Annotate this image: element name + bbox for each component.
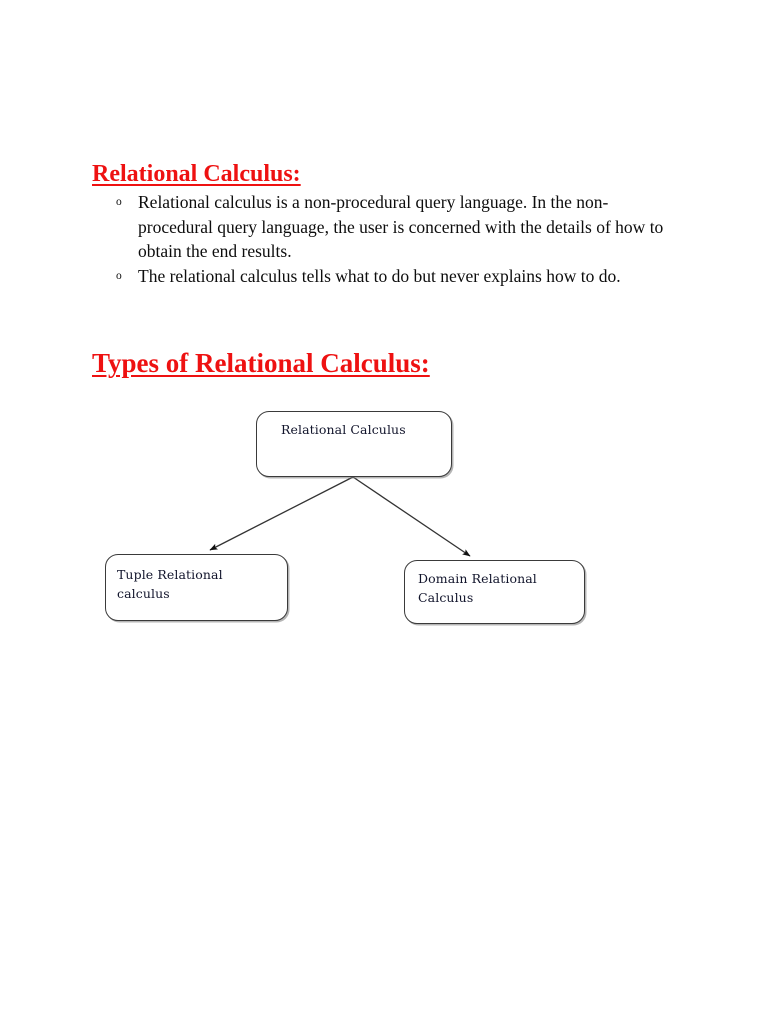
- diagram-node-label: Relational Calculus: [281, 422, 406, 437]
- diagram-node-relational-calculus: Relational Calculus: [256, 411, 452, 477]
- list-item: o The relational calculus tells what to …: [110, 264, 666, 289]
- relational-calculus-bullet-list: o Relational calculus is a non-procedura…: [110, 190, 666, 288]
- list-item: o Relational calculus is a non-procedura…: [110, 190, 666, 264]
- section-title-types-of-relational-calculus: Types of Relational Calculus:: [92, 348, 430, 379]
- connector-root-to-domain: [352, 476, 471, 557]
- diagram-node-domain-relational-calculus: Domain Relational Calculus: [404, 560, 585, 624]
- bullet-marker-icon: o: [116, 269, 122, 282]
- bullet-marker-icon: o: [116, 196, 122, 208]
- list-item-text: The relational calculus tells what to do…: [138, 265, 621, 286]
- page-title-relational-calculus: Relational Calculus:: [92, 161, 301, 188]
- diagram-node-label: Domain Relational Calculus: [418, 571, 537, 605]
- diagram-node-label: Tuple Relational calculus: [117, 567, 223, 601]
- list-item-text: Relational calculus is a non-procedural …: [138, 192, 664, 261]
- connector-root-to-tuple: [209, 476, 354, 551]
- diagram-node-tuple-relational-calculus: Tuple Relational calculus: [105, 554, 288, 621]
